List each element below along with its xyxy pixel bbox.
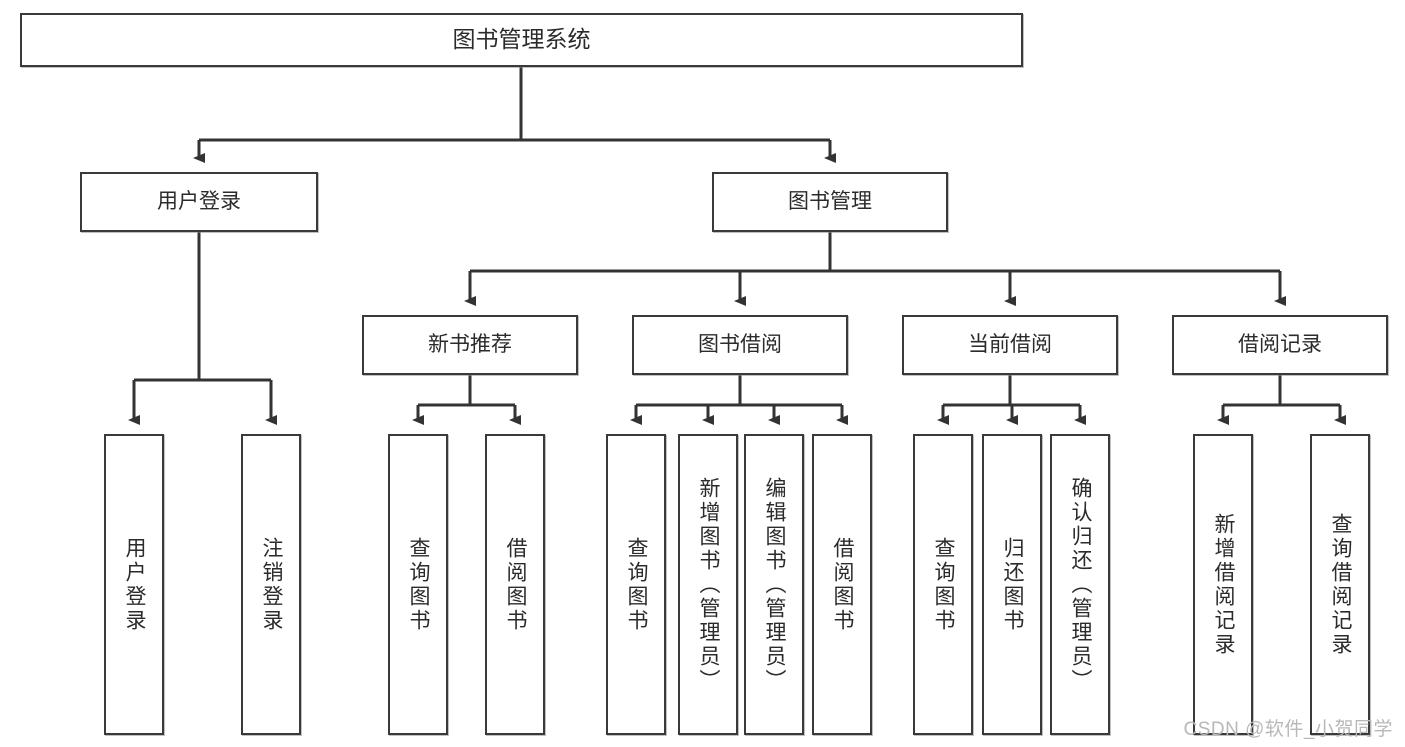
node-current-borrow[interactable]: 当前借阅 xyxy=(902,315,1118,375)
node-book-manage[interactable]: 图书管理 xyxy=(712,172,948,232)
connector-bookborrow-to-leaves xyxy=(630,375,848,425)
node-rec-borrow-book-label: 借阅图书 xyxy=(504,536,528,633)
node-cur-return-book[interactable]: 归还图书 xyxy=(982,434,1042,735)
node-cur-query-book[interactable]: 查询图书 xyxy=(913,434,973,735)
watermark: CSDN @软件_小贺同学 xyxy=(1183,719,1393,740)
node-user-login-action[interactable]: 用户登录 xyxy=(104,434,164,735)
node-user-login-label: 用户登录 xyxy=(157,190,241,214)
node-new-book-rec-label: 新书推荐 xyxy=(428,333,512,357)
node-book-manage-label: 图书管理 xyxy=(788,190,872,214)
node-cur-confirm-return-label: 确认归还（管理员） xyxy=(1069,476,1093,693)
connector-root-to-level2 xyxy=(193,67,836,163)
node-cur-confirm-return[interactable]: 确认归还（管理员） xyxy=(1050,434,1110,735)
connector-borrowrecord-to-leaves xyxy=(1217,375,1346,425)
node-root[interactable]: 图书管理系统 xyxy=(20,13,1023,67)
node-rec-borrow-book[interactable]: 借阅图书 xyxy=(485,434,545,735)
node-new-book-rec[interactable]: 新书推荐 xyxy=(362,315,578,375)
node-borrow-edit-book-label: 编辑图书（管理员） xyxy=(763,476,787,693)
node-borrow-add-book[interactable]: 新增图书（管理员） xyxy=(678,434,738,735)
node-borrow-record[interactable]: 借阅记录 xyxy=(1172,315,1388,375)
node-rec-query-record-label: 查询借阅记录 xyxy=(1329,512,1353,657)
node-cur-return-book-label: 归还图书 xyxy=(1001,536,1025,633)
node-current-borrow-label: 当前借阅 xyxy=(968,333,1052,357)
node-borrow-add-book-label: 新增图书（管理员） xyxy=(697,476,721,693)
connector-bookmanage-to-level3 xyxy=(464,232,1286,306)
node-rec-query-record[interactable]: 查询借阅记录 xyxy=(1310,434,1370,735)
node-logout-action-label: 注销登录 xyxy=(260,536,284,633)
node-borrow-query-book[interactable]: 查询图书 xyxy=(606,434,666,735)
node-book-borrow-label: 图书借阅 xyxy=(698,333,782,357)
node-rec-query-book-label: 查询图书 xyxy=(407,536,431,633)
connector-newbook-to-leaves xyxy=(412,375,521,425)
node-borrow-edit-book[interactable]: 编辑图书（管理员） xyxy=(744,434,804,735)
node-root-label: 图书管理系统 xyxy=(452,26,591,53)
node-logout-action[interactable]: 注销登录 xyxy=(241,434,301,735)
connector-currentborrow-to-leaves xyxy=(937,375,1086,425)
node-user-login[interactable]: 用户登录 xyxy=(80,172,318,232)
node-user-login-action-label: 用户登录 xyxy=(123,536,147,633)
node-borrow-borrow-book[interactable]: 借阅图书 xyxy=(812,434,872,735)
node-borrow-query-book-label: 查询图书 xyxy=(625,536,649,633)
node-rec-add-record[interactable]: 新增借阅记录 xyxy=(1193,434,1253,735)
node-cur-query-book-label: 查询图书 xyxy=(932,536,956,633)
node-borrow-record-label: 借阅记录 xyxy=(1238,333,1322,357)
node-borrow-borrow-book-label: 借阅图书 xyxy=(831,536,855,633)
node-rec-query-book[interactable]: 查询图书 xyxy=(388,434,448,735)
node-book-borrow[interactable]: 图书借阅 xyxy=(632,315,848,375)
node-rec-add-record-label: 新增借阅记录 xyxy=(1212,512,1236,657)
connector-userlogin-to-leaves xyxy=(128,232,277,425)
